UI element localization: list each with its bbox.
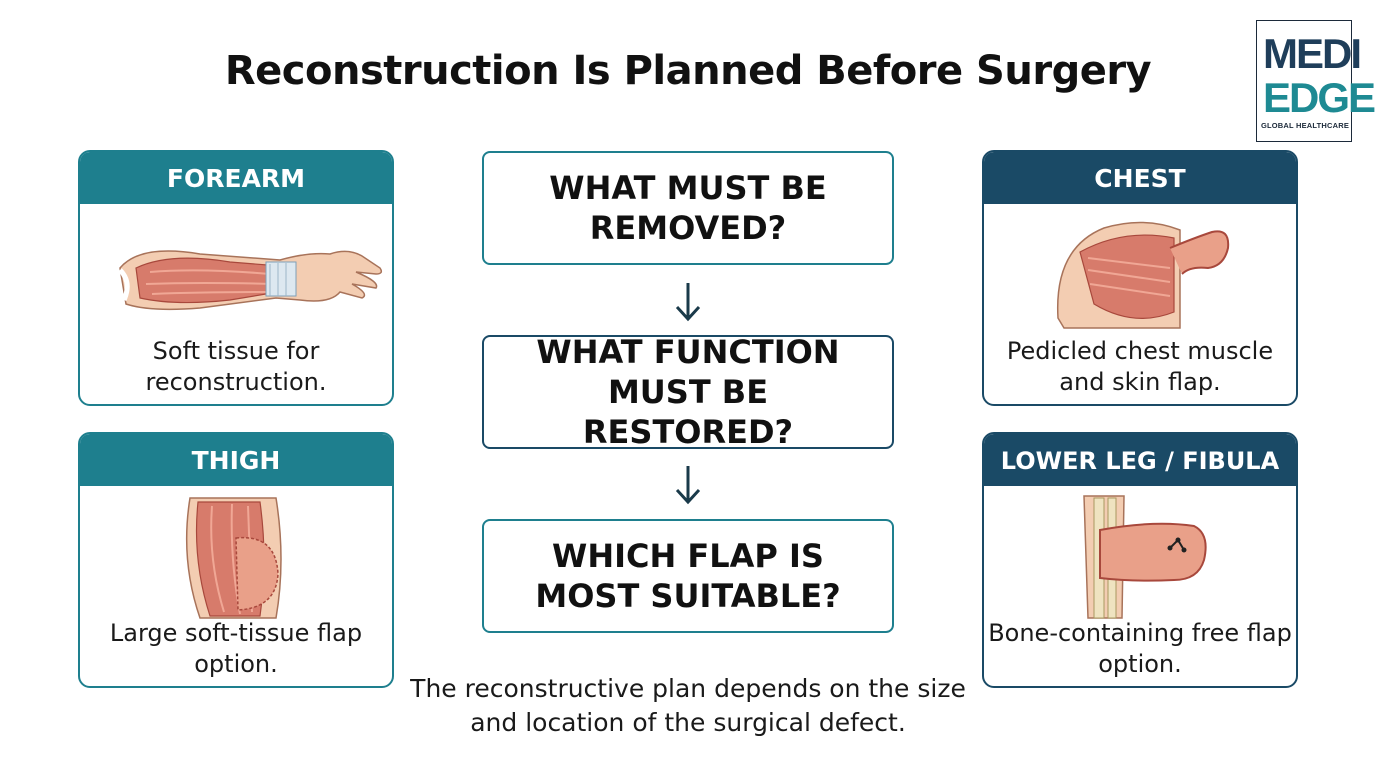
thigh-description: Large soft-tissue flap option. bbox=[109, 619, 363, 678]
brand-logo: MEDI EDGE GLOBAL HEALTHCARE bbox=[1256, 20, 1376, 142]
lower-leg-card-header: LOWER LEG / FIBULA bbox=[984, 434, 1296, 486]
arrow-down-icon bbox=[675, 283, 701, 322]
lower-leg-description: Bone-containing free flap option. bbox=[988, 619, 1292, 678]
page-title: Reconstruction Is Planned Before Surgery bbox=[224, 48, 1152, 94]
step-what-function: WHAT FUNCTION MUST BE RESTORED? bbox=[482, 333, 894, 451]
step-1-text: WHAT MUST BE REMOVED? bbox=[549, 169, 827, 247]
caption: The reconstructive plan depends on the s… bbox=[410, 674, 966, 737]
chest-illustration bbox=[1056, 221, 1230, 329]
fibula-illustration bbox=[1083, 495, 1207, 619]
thigh-card: THIGH Large soft-tissue flap option. bbox=[78, 432, 394, 688]
step-3-text: WHICH FLAP IS MOST SUITABLE? bbox=[535, 537, 841, 615]
chest-card-header: CHEST bbox=[984, 152, 1296, 204]
lower-leg-card: LOWER LEG / FIBULA Bone-containing free … bbox=[982, 432, 1298, 688]
logo-line-2: EDGE bbox=[1263, 74, 1376, 121]
step-which-flap: WHICH FLAP IS MOST SUITABLE? bbox=[482, 519, 894, 633]
chest-description: Pedicled chest muscle and skin flap. bbox=[1006, 337, 1274, 396]
arrow-down-icon bbox=[675, 466, 701, 505]
thigh-illustration bbox=[185, 497, 282, 619]
thigh-card-header: THIGH bbox=[80, 434, 392, 486]
logo-line-1: MEDI bbox=[1263, 30, 1362, 77]
step-2-text: WHAT FUNCTION MUST BE RESTORED? bbox=[536, 333, 840, 451]
forearm-card-header: FOREARM bbox=[80, 152, 392, 204]
chest-card: CHEST Pedicled chest muscle and skin fla… bbox=[982, 150, 1298, 406]
forearm-description: Soft tissue for reconstruction. bbox=[145, 337, 327, 396]
logo-subtitle: GLOBAL HEALTHCARE bbox=[1260, 121, 1350, 130]
forearm-card: FOREARM Soft tissue for reconstruction. bbox=[78, 150, 394, 406]
forearm-illustration bbox=[118, 250, 383, 311]
step-what-removed: WHAT MUST BE REMOVED? bbox=[482, 151, 894, 265]
